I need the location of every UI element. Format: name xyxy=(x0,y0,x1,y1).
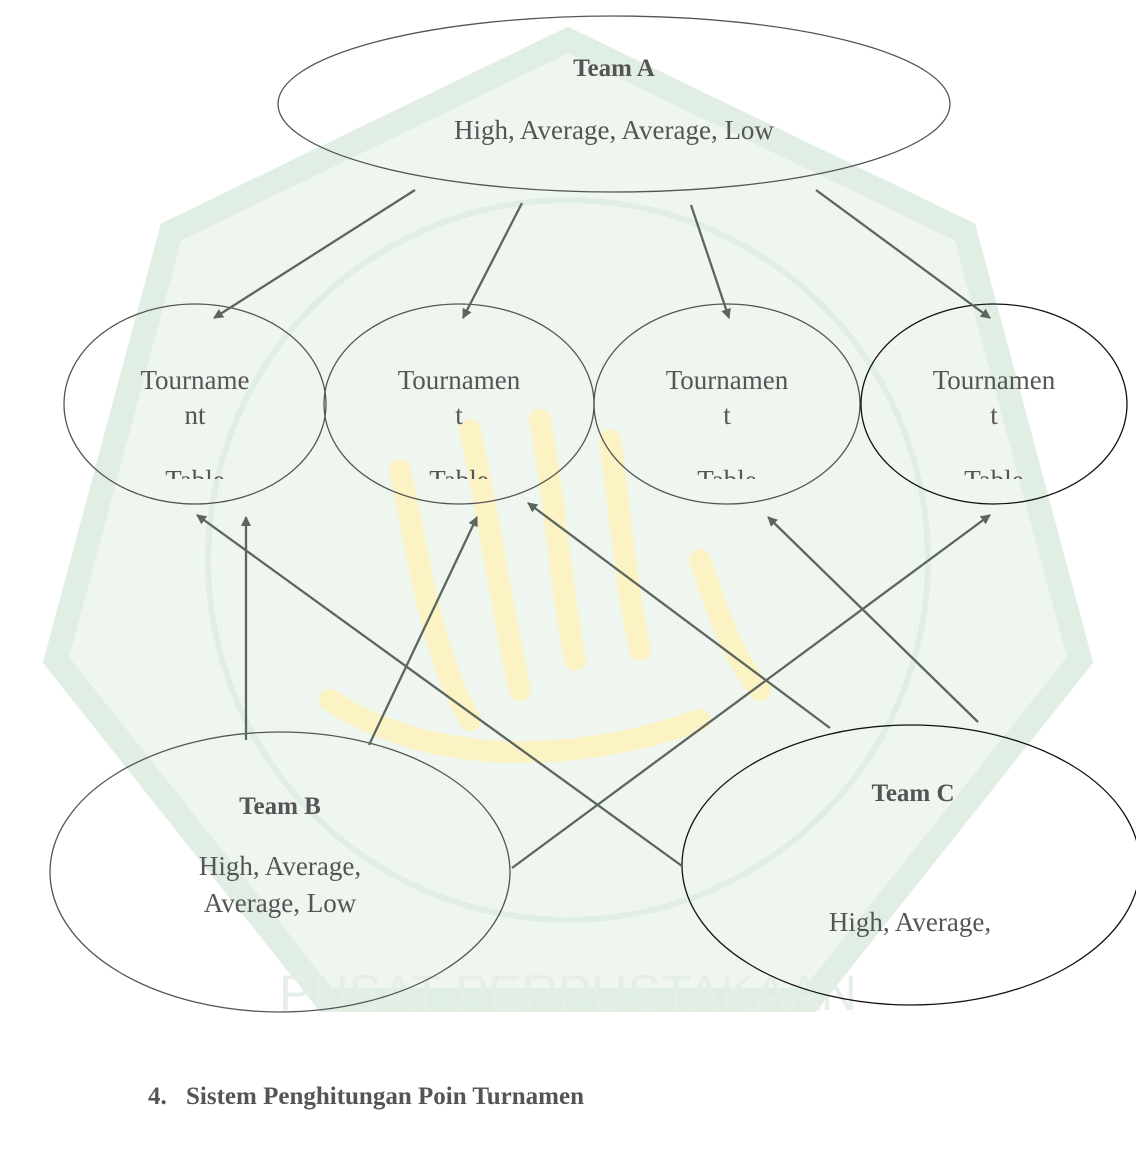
tournament-table-3-line2: t xyxy=(723,400,731,430)
tournament-table-4-line3: Table xyxy=(894,465,1094,479)
arrow-team-a-to-table-4 xyxy=(815,189,991,319)
tournament-table-4-ellipse xyxy=(860,303,1128,505)
team-a-ellipse xyxy=(277,15,951,193)
tournament-table-1-line2: nt xyxy=(184,400,206,430)
tournament-table-3-ellipse xyxy=(593,303,861,505)
team-b-levels-line1: High, Average, xyxy=(198,851,362,881)
tournament-table-2-line1: Tournamen xyxy=(397,365,521,395)
watermark-calligraphy xyxy=(319,409,771,763)
team-c-levels-line1: High, Average, xyxy=(828,907,992,937)
section-number: 4. xyxy=(148,1083,167,1110)
team-a-title: Team A xyxy=(573,55,655,82)
tournament-table-2-line2: t xyxy=(455,400,463,430)
arrow-team-c-to-table-1 xyxy=(196,514,683,867)
watermark-heptagon xyxy=(42,26,1094,1012)
arrow-team-a-to-table-2 xyxy=(461,202,524,319)
tournament-table-3-line3: Table xyxy=(627,465,827,479)
tournament-table-3-line1: Tournamen xyxy=(665,365,789,395)
section-heading: 4. Sistem Penghitungan Poin Turnamen xyxy=(148,1083,584,1111)
arrow-team-a-to-table-1 xyxy=(213,189,416,319)
tournament-table-4-line2: t xyxy=(990,400,998,430)
tournament-table-1-line3: Table xyxy=(95,465,295,479)
arrow-team-a-to-table-3 xyxy=(689,204,731,319)
arrow-team-b-to-table-2 xyxy=(367,516,479,746)
tournament-table-1-line1: Tourname xyxy=(140,365,250,395)
section-title: Sistem Penghitungan Poin Turnamen xyxy=(186,1083,585,1110)
arrow-team-b-to-table-4 xyxy=(511,514,991,869)
tournament-table-4-line1: Tournamen xyxy=(932,365,1056,395)
tournament-table-2-line3: Table xyxy=(359,465,559,479)
tournament-table-1-ellipse xyxy=(63,303,327,505)
team-c-title: Team C xyxy=(871,780,955,807)
team-a-levels: High, Average, Average, Low xyxy=(454,115,774,145)
arrow-team-c-to-table-3 xyxy=(767,516,979,723)
team-c-ellipse xyxy=(681,724,1136,1006)
team-b-ellipse xyxy=(49,731,511,1013)
watermark-bottom-text: PUSAT PERPUSTAKAAN xyxy=(279,965,857,1021)
arrow-team-c-to-table-2 xyxy=(527,502,831,729)
team-b-levels-line2: Average, Low xyxy=(203,888,357,918)
team-b-title: Team B xyxy=(239,793,321,820)
